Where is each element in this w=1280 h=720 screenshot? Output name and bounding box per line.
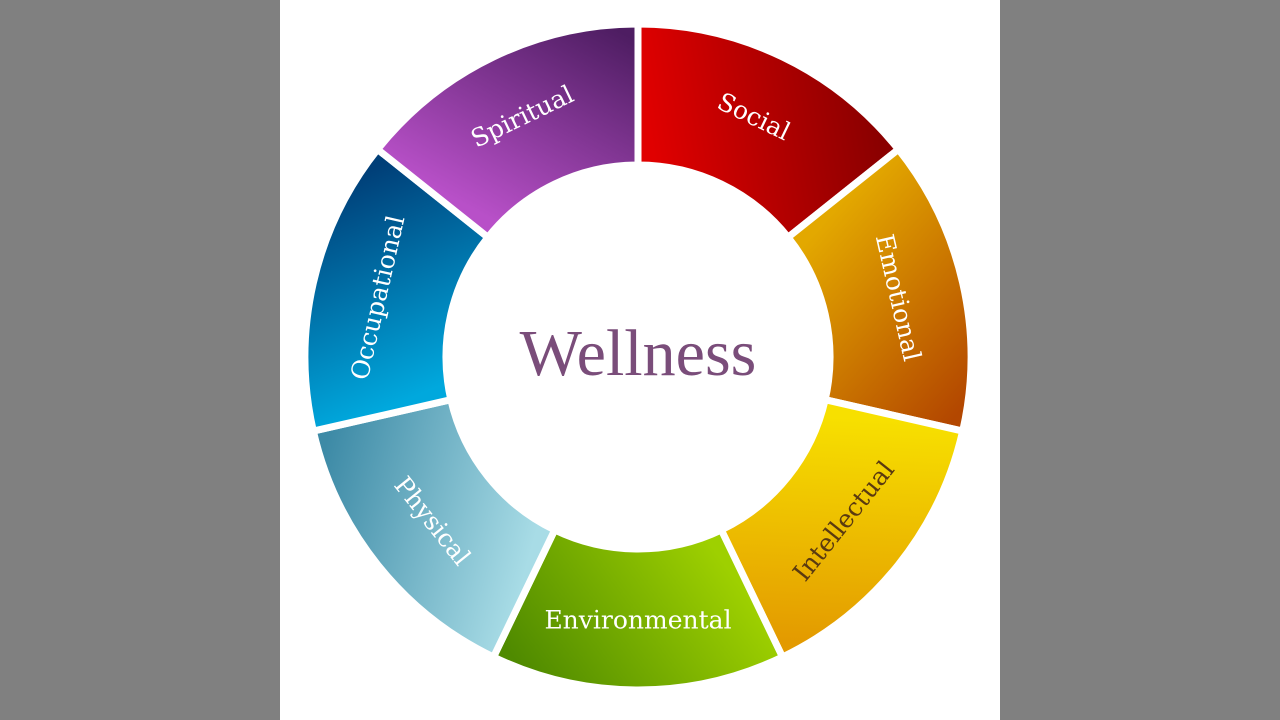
segment-occupational xyxy=(301,144,493,436)
segment-social xyxy=(634,20,904,243)
segment-emotional xyxy=(783,144,975,436)
center-title: Wellness xyxy=(520,317,757,390)
segment-intellectual xyxy=(716,395,967,662)
segment-environmental xyxy=(488,525,788,694)
segment-label-environmental: Environmental xyxy=(544,606,731,635)
wellness-wheel: SocialEmotionalIntellectualEnvironmental… xyxy=(301,20,975,694)
segment-physical xyxy=(309,395,560,662)
segment-spiritual xyxy=(372,20,642,243)
